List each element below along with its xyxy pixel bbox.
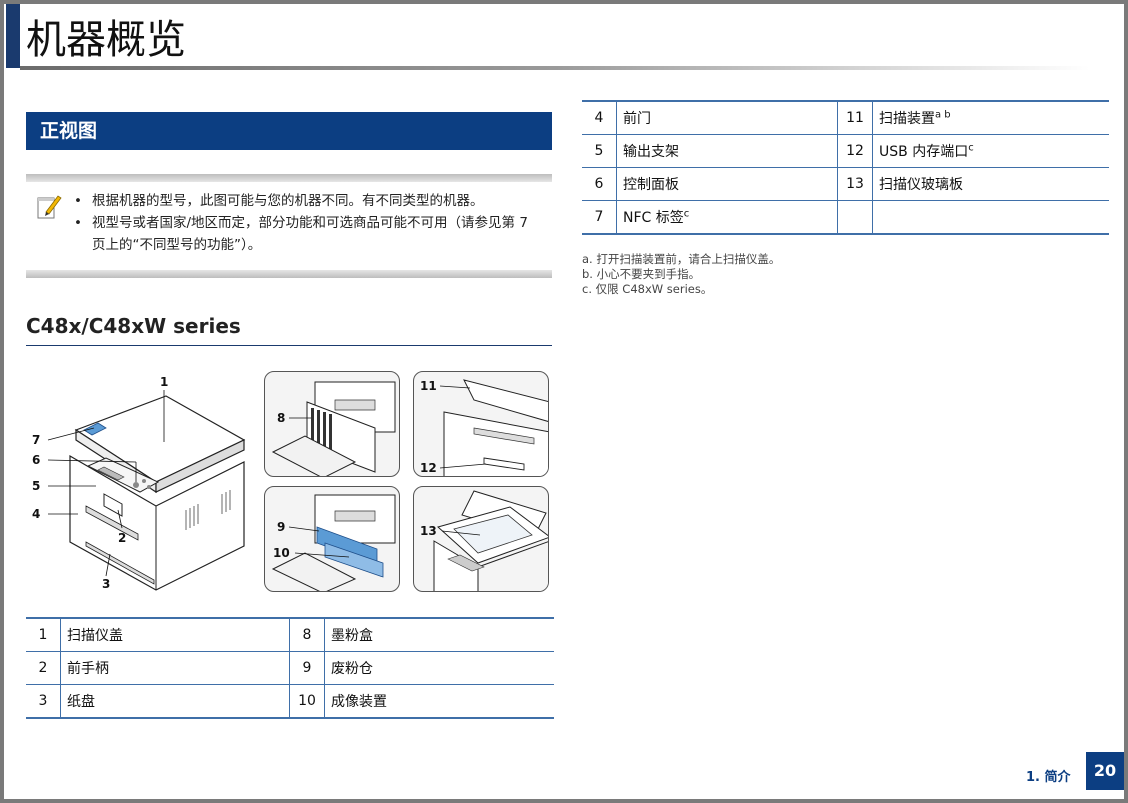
section-heading: 正视图 — [26, 112, 552, 150]
note-bottom-band — [26, 270, 552, 278]
printer-front-illustration: 1 7 6 5 4 2 3 — [32, 375, 246, 591]
part-label-text: 前门 — [623, 111, 651, 127]
part-number: 11 — [837, 100, 873, 135]
page-number: 20 — [1086, 752, 1124, 790]
manual-page: 机器概览 正视图 根据机器的型号，此图可能与您的机器不同。有不同类型的机器。 视… — [4, 4, 1124, 799]
part-label-text: 输出支架 — [623, 144, 679, 160]
scan-unit-illustration: 11 12 — [420, 379, 548, 476]
part-label: 扫描装置a b — [872, 100, 1109, 135]
callout-10: 10 — [273, 546, 290, 560]
part-label: 纸盘 — [60, 684, 290, 719]
part-number — [837, 200, 873, 235]
part-number: 3 — [26, 684, 61, 719]
footnote-c: c. 仅限 C48xW series。 — [582, 282, 713, 296]
series-rule — [26, 345, 552, 346]
part-label-text: 扫描装置 — [879, 111, 935, 127]
part-label: 控制面板 — [616, 167, 838, 201]
callout-7: 7 — [32, 433, 40, 447]
callout-5: 5 — [32, 479, 40, 493]
part-label: 成像装置 — [324, 684, 554, 719]
waste-illustration: 9 10 — [271, 494, 396, 591]
series-heading: C48x/C48xW series — [26, 314, 241, 338]
part-label: NFC 标签c — [616, 200, 838, 235]
part-number: 12 — [837, 134, 873, 168]
table-row: 1 扫描仪盖 8 墨粉盒 — [26, 617, 554, 652]
part-label: USB 内存端口c — [872, 134, 1109, 168]
part-number: 10 — [289, 684, 325, 719]
table-row: 6 控制面板 13 扫描仪玻璃板 — [582, 167, 1109, 201]
title-underline — [20, 66, 1090, 70]
part-number: 7 — [582, 200, 617, 235]
part-label-text: 扫描仪玻璃板 — [879, 177, 963, 193]
note-pencil-icon — [37, 195, 62, 219]
callout-12: 12 — [420, 461, 437, 475]
footnote-b: b. 小心不要夹到手指。 — [582, 267, 701, 281]
part-number: 2 — [26, 651, 61, 685]
table-row: 5 输出支架 12 USB 内存端口c — [582, 134, 1109, 168]
callout-4: 4 — [32, 507, 40, 521]
part-label: 前手柄 — [60, 651, 290, 685]
part-label-text: NFC 标签 — [623, 210, 684, 226]
callout-1: 1 — [160, 375, 168, 389]
note-item: 视型号或者国家/地区而定，部分功能和可选商品可能不可用（请参见第 7 页上的“不… — [70, 212, 544, 256]
part-number: 8 — [289, 617, 325, 652]
page-title: 机器概览 — [26, 17, 186, 63]
glass-illustration: 13 — [420, 490, 548, 591]
footnote-ref: c — [968, 142, 974, 154]
part-number: 13 — [837, 167, 873, 201]
part-number: 5 — [582, 134, 617, 168]
toner-illustration: 8 — [271, 381, 396, 476]
part-number: 1 — [26, 617, 61, 652]
callout-13: 13 — [420, 524, 437, 538]
part-label: 扫描仪盖 — [60, 617, 290, 652]
parts-table-left: 1 扫描仪盖 8 墨粉盒 2 前手柄 9 废粉仓 3 纸盘 10 成像装置 — [26, 617, 554, 719]
footnotes: a. 打开扫描装置前，请合上扫描仪盖。 b. 小心不要夹到手指。 c. 仅限 C… — [582, 252, 780, 297]
note-list: 根据机器的型号，此图可能与您的机器不同。有不同类型的机器。 视型号或者国家/地区… — [70, 190, 544, 256]
note-top-band — [26, 174, 552, 182]
detail-scan-unit-box: 11 12 — [413, 371, 549, 477]
table-row: 4 前门 11 扫描装置a b — [582, 100, 1109, 135]
part-label: 扫描仪玻璃板 — [872, 167, 1109, 201]
callout-9: 9 — [277, 520, 285, 534]
parts-table-right: 4 前门 11 扫描装置a b 5 输出支架 12 USB 内存端口c 6 控制… — [582, 100, 1109, 235]
callout-6: 6 — [32, 453, 40, 467]
detail-waste-box: 9 10 — [264, 486, 400, 592]
part-label: 废粉仓 — [324, 651, 554, 685]
part-number: 9 — [289, 651, 325, 685]
footnote-ref: a b — [935, 109, 951, 121]
table-row: 7 NFC 标签c — [582, 200, 1109, 235]
table-row: 2 前手柄 9 废粉仓 — [26, 651, 554, 685]
part-label-text: 控制面板 — [623, 177, 679, 193]
callout-11: 11 — [420, 379, 437, 393]
part-label: 前门 — [616, 100, 838, 135]
part-label: 墨粉盒 — [324, 617, 554, 652]
detail-toner-box: 8 — [264, 371, 400, 477]
note-item: 根据机器的型号，此图可能与您的机器不同。有不同类型的机器。 — [70, 190, 544, 212]
part-number: 6 — [582, 167, 617, 201]
footnote-ref: c — [683, 208, 690, 220]
callout-2: 2 — [118, 531, 126, 545]
part-label — [872, 200, 1109, 235]
table-row: 3 纸盘 10 成像装置 — [26, 684, 554, 719]
chapter-link[interactable]: 1. 简介 — [1026, 770, 1071, 785]
title-accent-bar — [6, 4, 20, 68]
callout-8: 8 — [277, 411, 285, 425]
part-label: 输出支架 — [616, 134, 838, 168]
detail-glass-box: 13 — [413, 486, 549, 592]
callout-3: 3 — [102, 577, 110, 591]
note-box: 根据机器的型号，此图可能与您的机器不同。有不同类型的机器。 视型号或者国家/地区… — [26, 174, 552, 278]
part-number: 4 — [582, 100, 617, 135]
part-label-text: USB 内存端口 — [879, 144, 969, 160]
footnote-a: a. 打开扫描装置前，请合上扫描仪盖。 — [582, 252, 781, 266]
